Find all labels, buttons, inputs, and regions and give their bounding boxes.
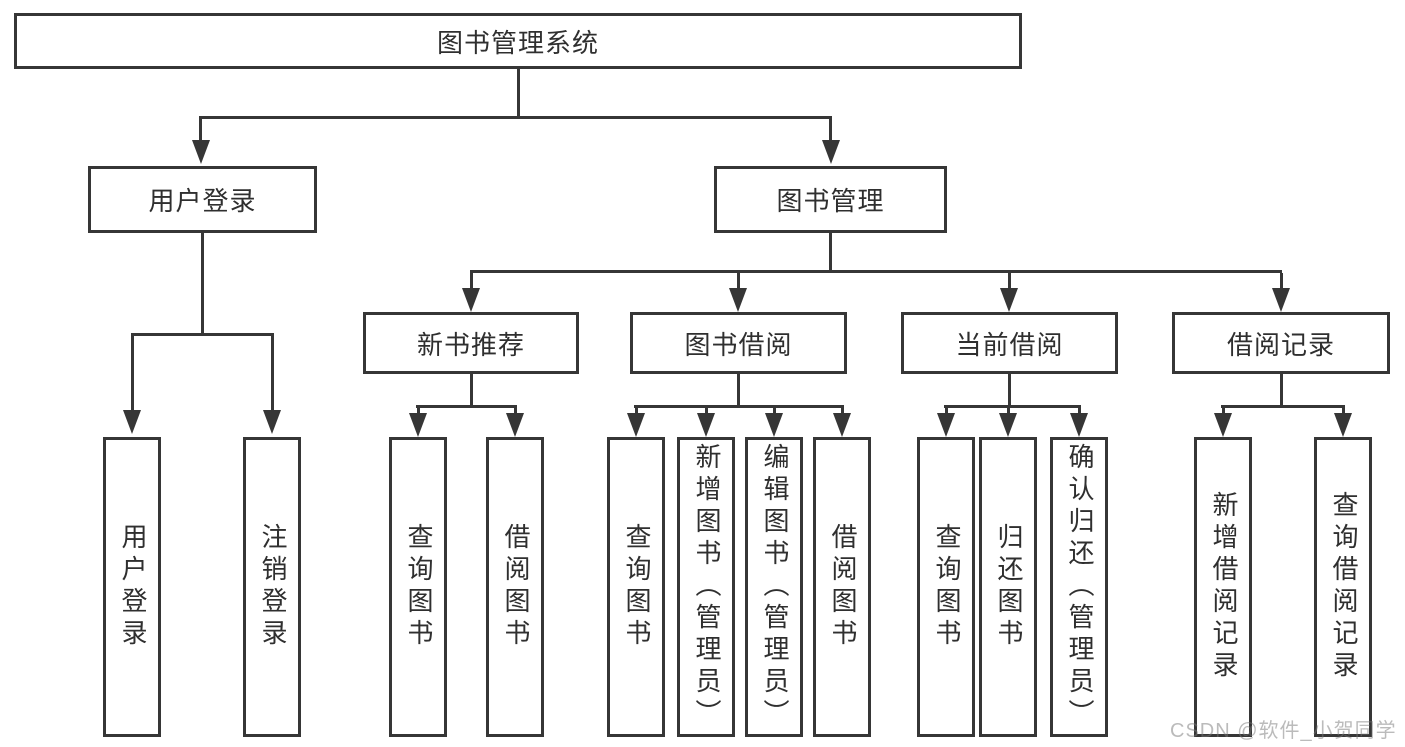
connector-line — [737, 273, 740, 288]
arrowhead-down-icon — [462, 288, 480, 312]
node-current-borrowing: 当前借阅 — [901, 312, 1118, 374]
connector-line — [1342, 407, 1345, 415]
leaf-return-books: 归还图书 — [979, 437, 1037, 737]
leaf-confirm-return-admin: 确认归还（管理员） — [1050, 437, 1108, 737]
leaf-add-books-admin: 新增图书（管理员） — [677, 437, 735, 737]
node-borrowing-records: 借阅记录 — [1172, 312, 1390, 374]
arrowhead-down-icon — [999, 413, 1017, 437]
arrowhead-down-icon — [192, 140, 210, 164]
connector-line — [131, 336, 134, 410]
connector-line — [705, 407, 708, 415]
connector-line — [634, 405, 844, 408]
arrowhead-down-icon — [729, 288, 747, 312]
arrowhead-down-icon — [506, 413, 524, 437]
leaf-logout: 注销登录 — [243, 437, 301, 737]
leaf-borrow-books-label: 借阅图书 — [827, 523, 858, 651]
connector-line — [829, 233, 832, 272]
connector-line — [417, 407, 420, 415]
node-root-label: 图书管理系统 — [436, 27, 599, 58]
node-new-book-recommendation-label: 新书推荐 — [416, 329, 525, 360]
connector-line — [635, 407, 638, 415]
leaf-confirm-return-admin-label: 确认归还（管理员） — [1064, 443, 1095, 731]
arrowhead-down-icon — [697, 413, 715, 437]
node-book-management: 图书管理 — [714, 166, 947, 233]
arrowhead-down-icon — [1334, 413, 1352, 437]
leaf-query-books-current-label: 查询图书 — [931, 523, 962, 651]
leaf-user-login: 用户登录 — [103, 437, 161, 737]
node-user-login: 用户登录 — [88, 166, 317, 233]
node-root: 图书管理系统 — [14, 13, 1022, 69]
arrowhead-down-icon — [123, 410, 141, 434]
connector-line — [829, 119, 832, 141]
connector-line — [514, 407, 517, 415]
arrowhead-down-icon — [627, 413, 645, 437]
connector-line — [199, 116, 832, 119]
connector-line — [199, 119, 202, 141]
connector-line — [131, 333, 274, 336]
leaf-edit-books-admin: 编辑图书（管理员） — [745, 437, 803, 737]
leaf-borrow-books-recommend-label: 借阅图书 — [500, 523, 531, 651]
connector-line — [945, 407, 948, 415]
leaf-add-borrow-record: 新增借阅记录 — [1194, 437, 1252, 737]
leaf-edit-books-admin-label: 编辑图书（管理员） — [759, 443, 790, 731]
connector-line — [841, 407, 844, 415]
connector-line — [1078, 407, 1081, 415]
connector-line — [470, 273, 473, 288]
arrowhead-down-icon — [1214, 413, 1232, 437]
arrowhead-down-icon — [765, 413, 783, 437]
connector-line — [944, 405, 1081, 408]
arrowhead-down-icon — [263, 410, 281, 434]
node-book-borrowing-label: 图书借阅 — [684, 329, 793, 360]
node-book-management-label: 图书管理 — [776, 186, 885, 216]
connector-line — [1280, 273, 1283, 288]
connector-line — [470, 270, 1282, 273]
connector-line — [1008, 374, 1011, 407]
leaf-add-books-admin-label: 新增图书（管理员） — [691, 443, 722, 731]
arrowhead-down-icon — [937, 413, 955, 437]
arrowhead-down-icon — [1070, 413, 1088, 437]
node-user-login-label: 用户登录 — [148, 186, 257, 216]
leaf-borrow-books-recommend: 借阅图书 — [486, 437, 544, 737]
leaf-borrow-books: 借阅图书 — [813, 437, 871, 737]
connector-line — [1280, 374, 1283, 407]
connector-line — [201, 233, 204, 334]
leaf-query-borrow-record-label: 查询借阅记录 — [1328, 491, 1359, 683]
leaf-query-books-borrowing: 查询图书 — [607, 437, 665, 737]
arrowhead-down-icon — [1000, 288, 1018, 312]
arrowhead-down-icon — [822, 140, 840, 164]
leaf-add-borrow-record-label: 新增借阅记录 — [1208, 491, 1239, 683]
arrowhead-down-icon — [409, 413, 427, 437]
connector-line — [773, 407, 776, 415]
leaf-query-books-recommend-label: 查询图书 — [403, 523, 434, 651]
connector-line — [1008, 273, 1011, 288]
connector-line — [517, 69, 520, 119]
node-new-book-recommendation: 新书推荐 — [363, 312, 579, 374]
leaf-query-books-current: 查询图书 — [917, 437, 975, 737]
leaf-return-books-label: 归还图书 — [993, 523, 1024, 651]
leaf-logout-label: 注销登录 — [257, 523, 288, 651]
connector-line — [271, 336, 274, 410]
connector-line — [1221, 405, 1345, 408]
node-book-borrowing: 图书借阅 — [630, 312, 847, 374]
watermark-text: CSDN @软件_小贺同学 — [1170, 720, 1397, 742]
node-current-borrowing-label: 当前借阅 — [955, 329, 1064, 360]
leaf-query-borrow-record: 查询借阅记录 — [1314, 437, 1372, 737]
connector-line — [737, 374, 740, 407]
arrowhead-down-icon — [833, 413, 851, 437]
connector-line — [1222, 407, 1225, 415]
connector-line — [470, 374, 473, 407]
leaf-query-books-recommend: 查询图书 — [389, 437, 447, 737]
leaf-query-books-borrowing-label: 查询图书 — [621, 523, 652, 651]
arrowhead-down-icon — [1272, 288, 1290, 312]
leaf-user-login-label: 用户登录 — [117, 523, 148, 651]
node-borrowing-records-label: 借阅记录 — [1226, 329, 1335, 360]
connector-line — [1007, 407, 1010, 415]
connector-line — [416, 405, 517, 408]
